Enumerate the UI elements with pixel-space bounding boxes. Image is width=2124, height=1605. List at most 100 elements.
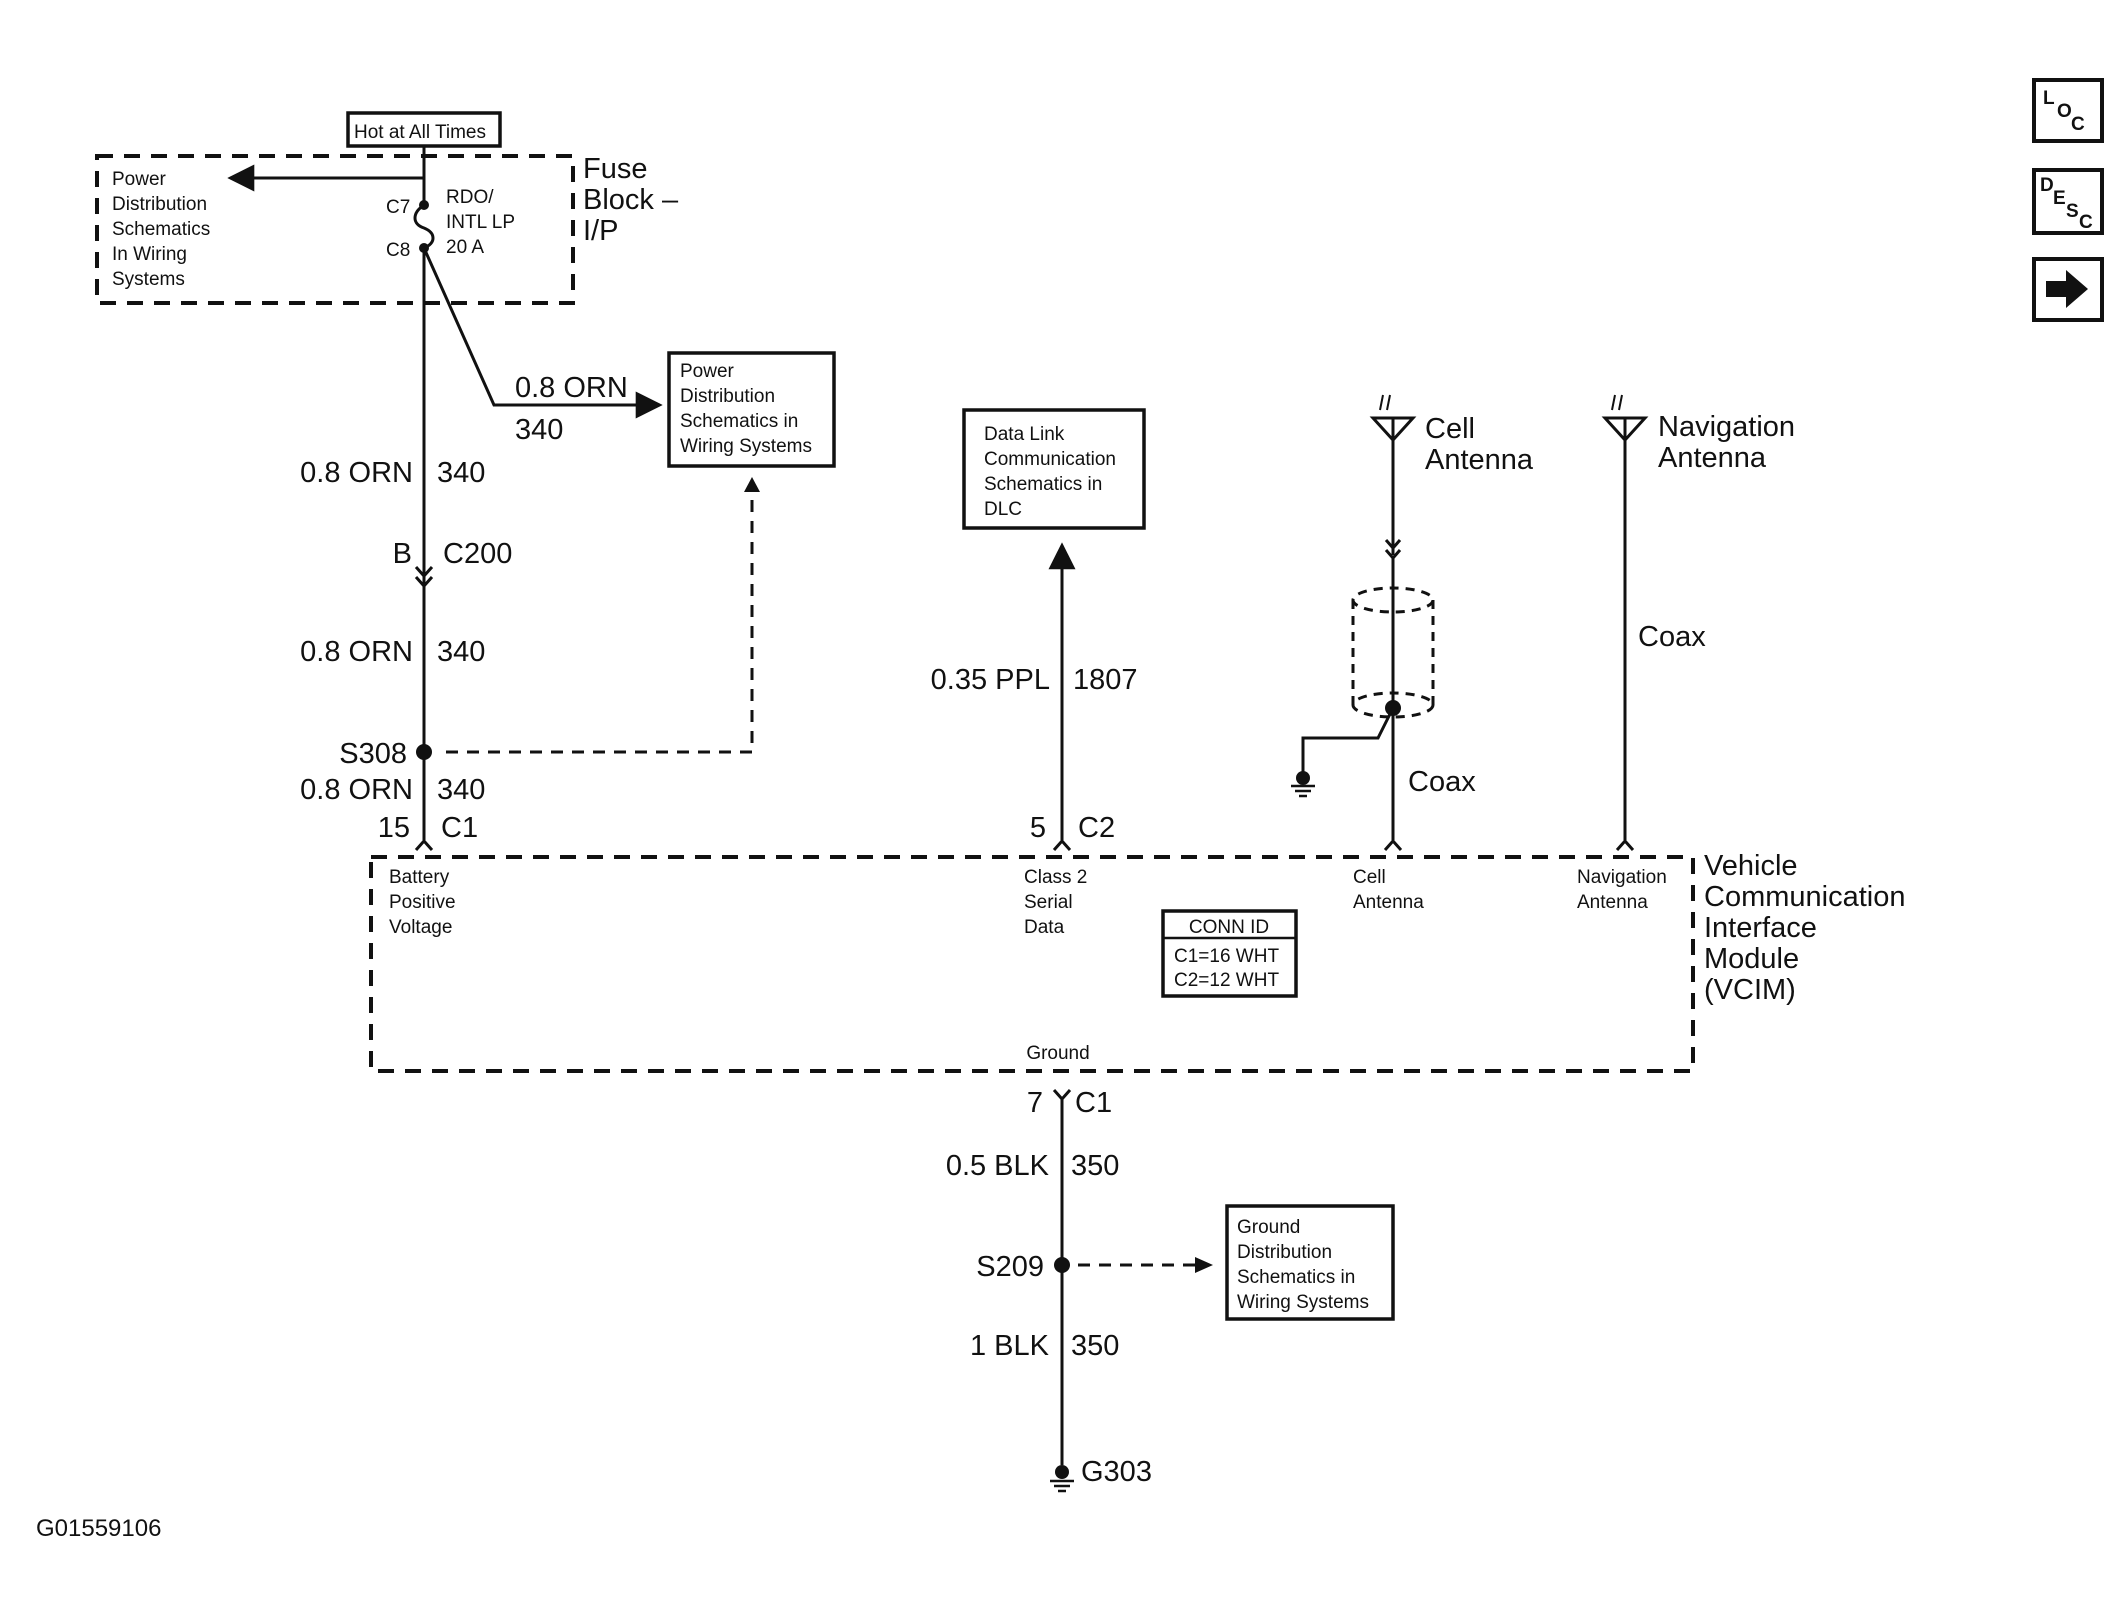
- svg-text:In Wiring: In Wiring: [112, 244, 187, 265]
- data-link-circuit: Data Link Communication Schematics in DL…: [931, 408, 1146, 851]
- figure-id: G01559106: [36, 1515, 161, 1542]
- svg-text:B: B: [393, 538, 412, 570]
- svg-text:0.8 ORN: 0.8 ORN: [300, 636, 413, 668]
- svg-text:C7: C7: [386, 197, 410, 218]
- svg-text:C1: C1: [1075, 1087, 1112, 1119]
- svg-text:Distribution: Distribution: [112, 194, 207, 215]
- svg-text:INTL LP: INTL LP: [446, 212, 515, 233]
- svg-text:0.8 ORN: 0.8 ORN: [300, 457, 413, 489]
- svg-text:1 BLK: 1 BLK: [970, 1330, 1050, 1362]
- svg-text:G303: G303: [1081, 1456, 1152, 1488]
- power-dist-box: [667, 351, 836, 468]
- svg-text:Distribution: Distribution: [680, 386, 775, 407]
- svg-text:Antenna: Antenna: [1353, 892, 1424, 913]
- svg-text:Power: Power: [680, 361, 735, 382]
- ground-g303-icon: [1055, 1465, 1069, 1479]
- pin-label-class2: Class 2: [1024, 867, 1087, 888]
- svg-text:Block –: Block –: [583, 184, 679, 216]
- cell-antenna-label: Cell: [1425, 413, 1475, 445]
- svg-text:S: S: [2066, 201, 2079, 222]
- splice-s209: [1054, 1257, 1070, 1273]
- svg-text:340: 340: [437, 774, 485, 806]
- svg-text:Voltage: Voltage: [389, 917, 452, 938]
- svg-text:O: O: [2057, 101, 2072, 122]
- vcim-outline: [369, 855, 1695, 1073]
- svg-text:S308: S308: [339, 738, 407, 770]
- svg-text:1807: 1807: [1073, 664, 1138, 696]
- power-dist-ref-label: Power: [112, 169, 167, 190]
- svg-text:0.5 BLK: 0.5 BLK: [946, 1150, 1050, 1182]
- svg-text:C1=16 WHT: C1=16 WHT: [1174, 946, 1279, 967]
- svg-text:Distribution: Distribution: [1237, 1242, 1332, 1263]
- cell-antenna-circuit: Cell Antenna Coax: [1291, 394, 1534, 851]
- pin-c1-15-symbol: [414, 838, 434, 851]
- svg-text:Coax: Coax: [1408, 766, 1476, 798]
- svg-text:Ground: Ground: [1237, 1217, 1300, 1238]
- svg-text:Antenna: Antenna: [1577, 892, 1648, 913]
- svg-text:L: L: [2043, 88, 2055, 109]
- svg-text:Systems: Systems: [112, 269, 185, 290]
- shield-ground-icon: [1296, 771, 1310, 785]
- svg-text:340: 340: [437, 636, 485, 668]
- svg-text:Serial: Serial: [1024, 892, 1073, 913]
- svg-text:350: 350: [1071, 1330, 1119, 1362]
- svg-text:7: 7: [1027, 1087, 1043, 1119]
- next-button[interactable]: [2032, 257, 2104, 322]
- ground-circuit: 7 C1 0.5 BLK 350 S209 Ground Distributio…: [946, 1087, 1395, 1493]
- pin-label-cell-antenna: Cell: [1353, 867, 1386, 888]
- svg-text:CONN ID: CONN ID: [1189, 917, 1269, 938]
- svg-text:350: 350: [1071, 1150, 1119, 1182]
- svg-text:340: 340: [437, 457, 485, 489]
- fuse-block-title: Fuse: [583, 153, 647, 185]
- svg-text:Communication: Communication: [1704, 881, 1905, 913]
- svg-text:5: 5: [1030, 812, 1046, 844]
- hot-at-all-times-label: Hot at All Times: [354, 122, 486, 143]
- svg-text:C1: C1: [441, 812, 478, 844]
- right-arrow-icon: [2046, 270, 2088, 308]
- svg-text:Wiring Systems: Wiring Systems: [680, 436, 812, 457]
- svg-text:DLC: DLC: [984, 499, 1022, 520]
- splice-s308: [416, 744, 432, 760]
- svg-text:Schematics in: Schematics in: [984, 474, 1102, 495]
- svg-text:Data Link: Data Link: [984, 424, 1065, 445]
- svg-text:Module: Module: [1704, 943, 1799, 975]
- svg-text:Schematics: Schematics: [112, 219, 210, 240]
- conn-id-box: [1161, 909, 1298, 998]
- loc-button[interactable]: L O C: [2032, 78, 2104, 143]
- svg-text:Positive: Positive: [389, 892, 456, 913]
- connector-c200-symbol: [414, 566, 434, 579]
- svg-text:C8: C8: [386, 240, 410, 261]
- fuse-label: RDO/: [446, 187, 494, 208]
- svg-text:0.35 PPL: 0.35 PPL: [931, 664, 1050, 696]
- feed-circuit-340: 0.8 ORN 340 B C200 0.8 ORN 340 S308 0.8 …: [300, 248, 760, 851]
- svg-text:Antenna: Antenna: [1425, 444, 1534, 476]
- ground-dist-box: [1225, 1204, 1395, 1321]
- svg-text:D: D: [2040, 175, 2054, 196]
- svg-text:Coax: Coax: [1638, 621, 1706, 653]
- svg-text:Wiring Systems: Wiring Systems: [1237, 1292, 1369, 1313]
- svg-text:Antenna: Antenna: [1658, 442, 1767, 474]
- pin-label-battery: Battery: [389, 867, 450, 888]
- svg-text:(VCIM): (VCIM): [1704, 974, 1796, 1006]
- pin-label-ground: Ground: [1026, 1043, 1089, 1064]
- svg-text:0.8 ORN: 0.8 ORN: [515, 372, 628, 404]
- svg-text:Schematics in: Schematics in: [680, 411, 798, 432]
- fuse-block: Hot at All Times Fuse Block – I/P Power …: [95, 111, 679, 305]
- nav-antenna-circuit: Navigation Antenna Coax: [1601, 394, 1795, 851]
- svg-text:C2=12 WHT: C2=12 WHT: [1174, 970, 1279, 991]
- svg-text:C: C: [2071, 114, 2085, 135]
- svg-text:340: 340: [515, 414, 563, 446]
- power-branch: 0.8 ORN 340 Power Distribution Schematic…: [422, 247, 836, 468]
- svg-text:I/P: I/P: [583, 215, 618, 247]
- svg-text:15: 15: [378, 812, 410, 844]
- svg-text:C200: C200: [443, 538, 512, 570]
- svg-text:Interface: Interface: [1704, 912, 1817, 944]
- fuse-symbol: [413, 203, 435, 250]
- svg-text:C: C: [2079, 212, 2093, 233]
- vcim-module: Vehicle Communication Interface Module (…: [369, 850, 1905, 1073]
- desc-button[interactable]: D E S C: [2032, 168, 2104, 235]
- svg-text:E: E: [2053, 188, 2066, 209]
- pin-label-nav-antenna: Navigation: [1577, 867, 1667, 888]
- svg-text:Data: Data: [1024, 917, 1065, 938]
